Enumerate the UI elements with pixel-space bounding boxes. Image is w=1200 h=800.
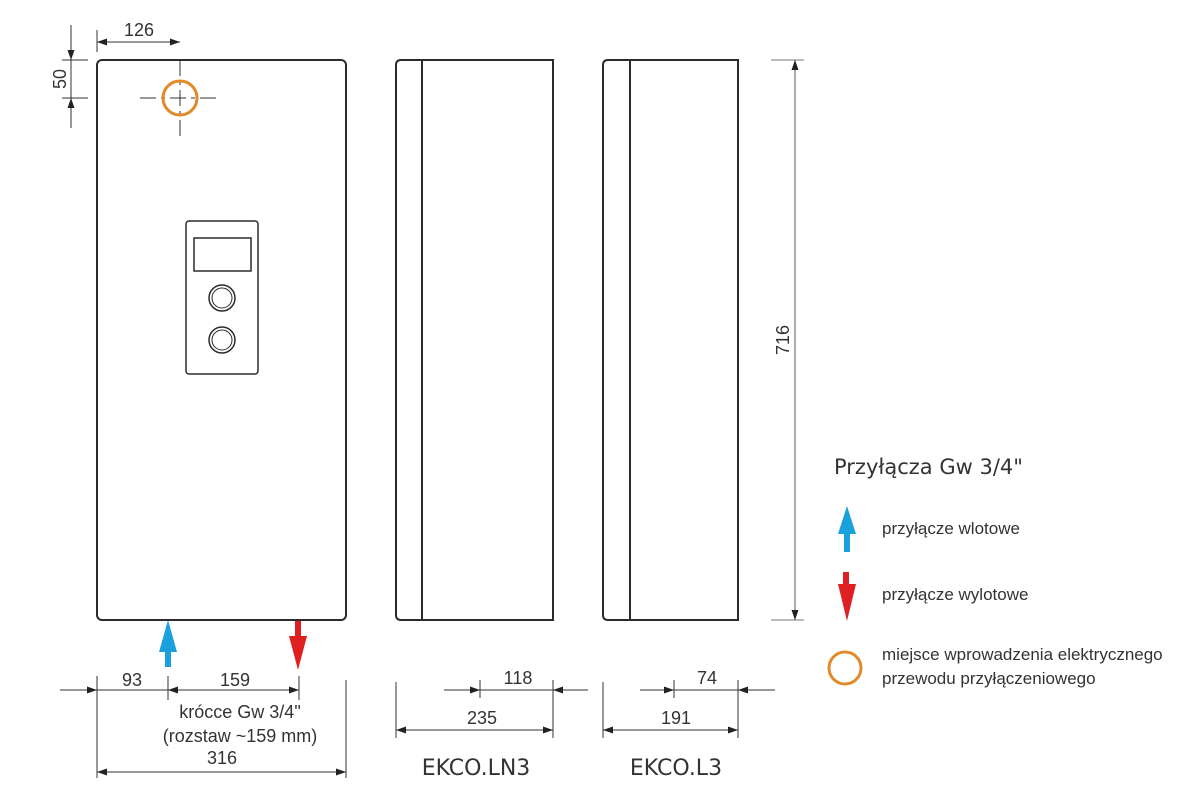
dim-label-118: 118 xyxy=(504,668,533,688)
dim-left-offset: 50 xyxy=(50,25,88,128)
outlet-arrow-down-icon xyxy=(289,621,307,670)
front-view: 126 50 93 15 xyxy=(50,20,347,778)
dim-total-width: 316 xyxy=(97,748,346,776)
dim-label-316: 316 xyxy=(207,748,237,768)
model-label-ln3: EKCO.LN3 xyxy=(422,756,531,781)
inlet-arrow-up-icon xyxy=(159,620,177,667)
dim-ln3: 118 235 EKCO.LN3 xyxy=(395,668,588,781)
side-l3-outline xyxy=(602,59,739,621)
dim-label-126: 126 xyxy=(124,20,154,40)
control-panel xyxy=(185,220,259,375)
dim-label-159: 159 xyxy=(220,670,250,690)
legend-item-electric: miejsce wprowadzenia elektrycznego przew… xyxy=(827,645,1163,688)
dim-inlet-and-spacing: 93 159 krócce Gw 3/4" (rozstaw ~159 mm) xyxy=(60,670,347,778)
front-panel-outline xyxy=(96,59,347,621)
dim-label-74: 74 xyxy=(697,668,717,688)
dim-label-716: 716 xyxy=(773,325,793,355)
electric-entry-circle-icon xyxy=(140,60,218,138)
legend-title: Przyłącza Gw 3/4" xyxy=(834,455,1023,479)
legend-item-inlet: przyłącze wlotowe xyxy=(838,506,1020,552)
legend-item-outlet: przyłącze wylotowe xyxy=(838,572,1028,621)
pipe-note-line1: krócce Gw 3/4" xyxy=(179,702,300,722)
dim-height: 716 xyxy=(771,59,804,621)
legend-label-electric-line2: przewodu przyłączeniowego xyxy=(882,669,1096,688)
knob-top-icon xyxy=(208,284,236,312)
legend-label-inlet: przyłącze wlotowe xyxy=(882,519,1020,538)
dim-label-50: 50 xyxy=(50,69,70,89)
legend-label-electric-line1: miejsce wprowadzenia elektrycznego xyxy=(882,645,1163,664)
outlet-arrow-down-icon xyxy=(838,572,856,621)
dim-top-offset: 126 xyxy=(96,20,180,52)
legend: Przyłącza Gw 3/4" przyłącze wlotowe przy… xyxy=(827,455,1163,688)
legend-label-outlet: przyłącze wylotowe xyxy=(882,585,1028,604)
model-label-l3: EKCO.L3 xyxy=(630,756,722,781)
knob-bottom-icon xyxy=(208,326,236,354)
dim-l3: 74 191 EKCO.L3 xyxy=(602,668,775,781)
electric-entry-circle-icon xyxy=(827,650,863,686)
display-screen xyxy=(193,237,252,272)
side-view-l3: 74 191 EKCO.L3 xyxy=(602,59,775,781)
pipe-note-line2: (rozstaw ~159 mm) xyxy=(163,726,318,746)
side-view-ln3: 118 235 EKCO.LN3 xyxy=(395,59,588,781)
dim-label-191: 191 xyxy=(661,708,691,728)
dim-label-93: 93 xyxy=(122,670,142,690)
side-ln3-outline xyxy=(395,59,554,621)
inlet-arrow-up-icon xyxy=(838,506,856,552)
dim-label-235: 235 xyxy=(467,708,497,728)
